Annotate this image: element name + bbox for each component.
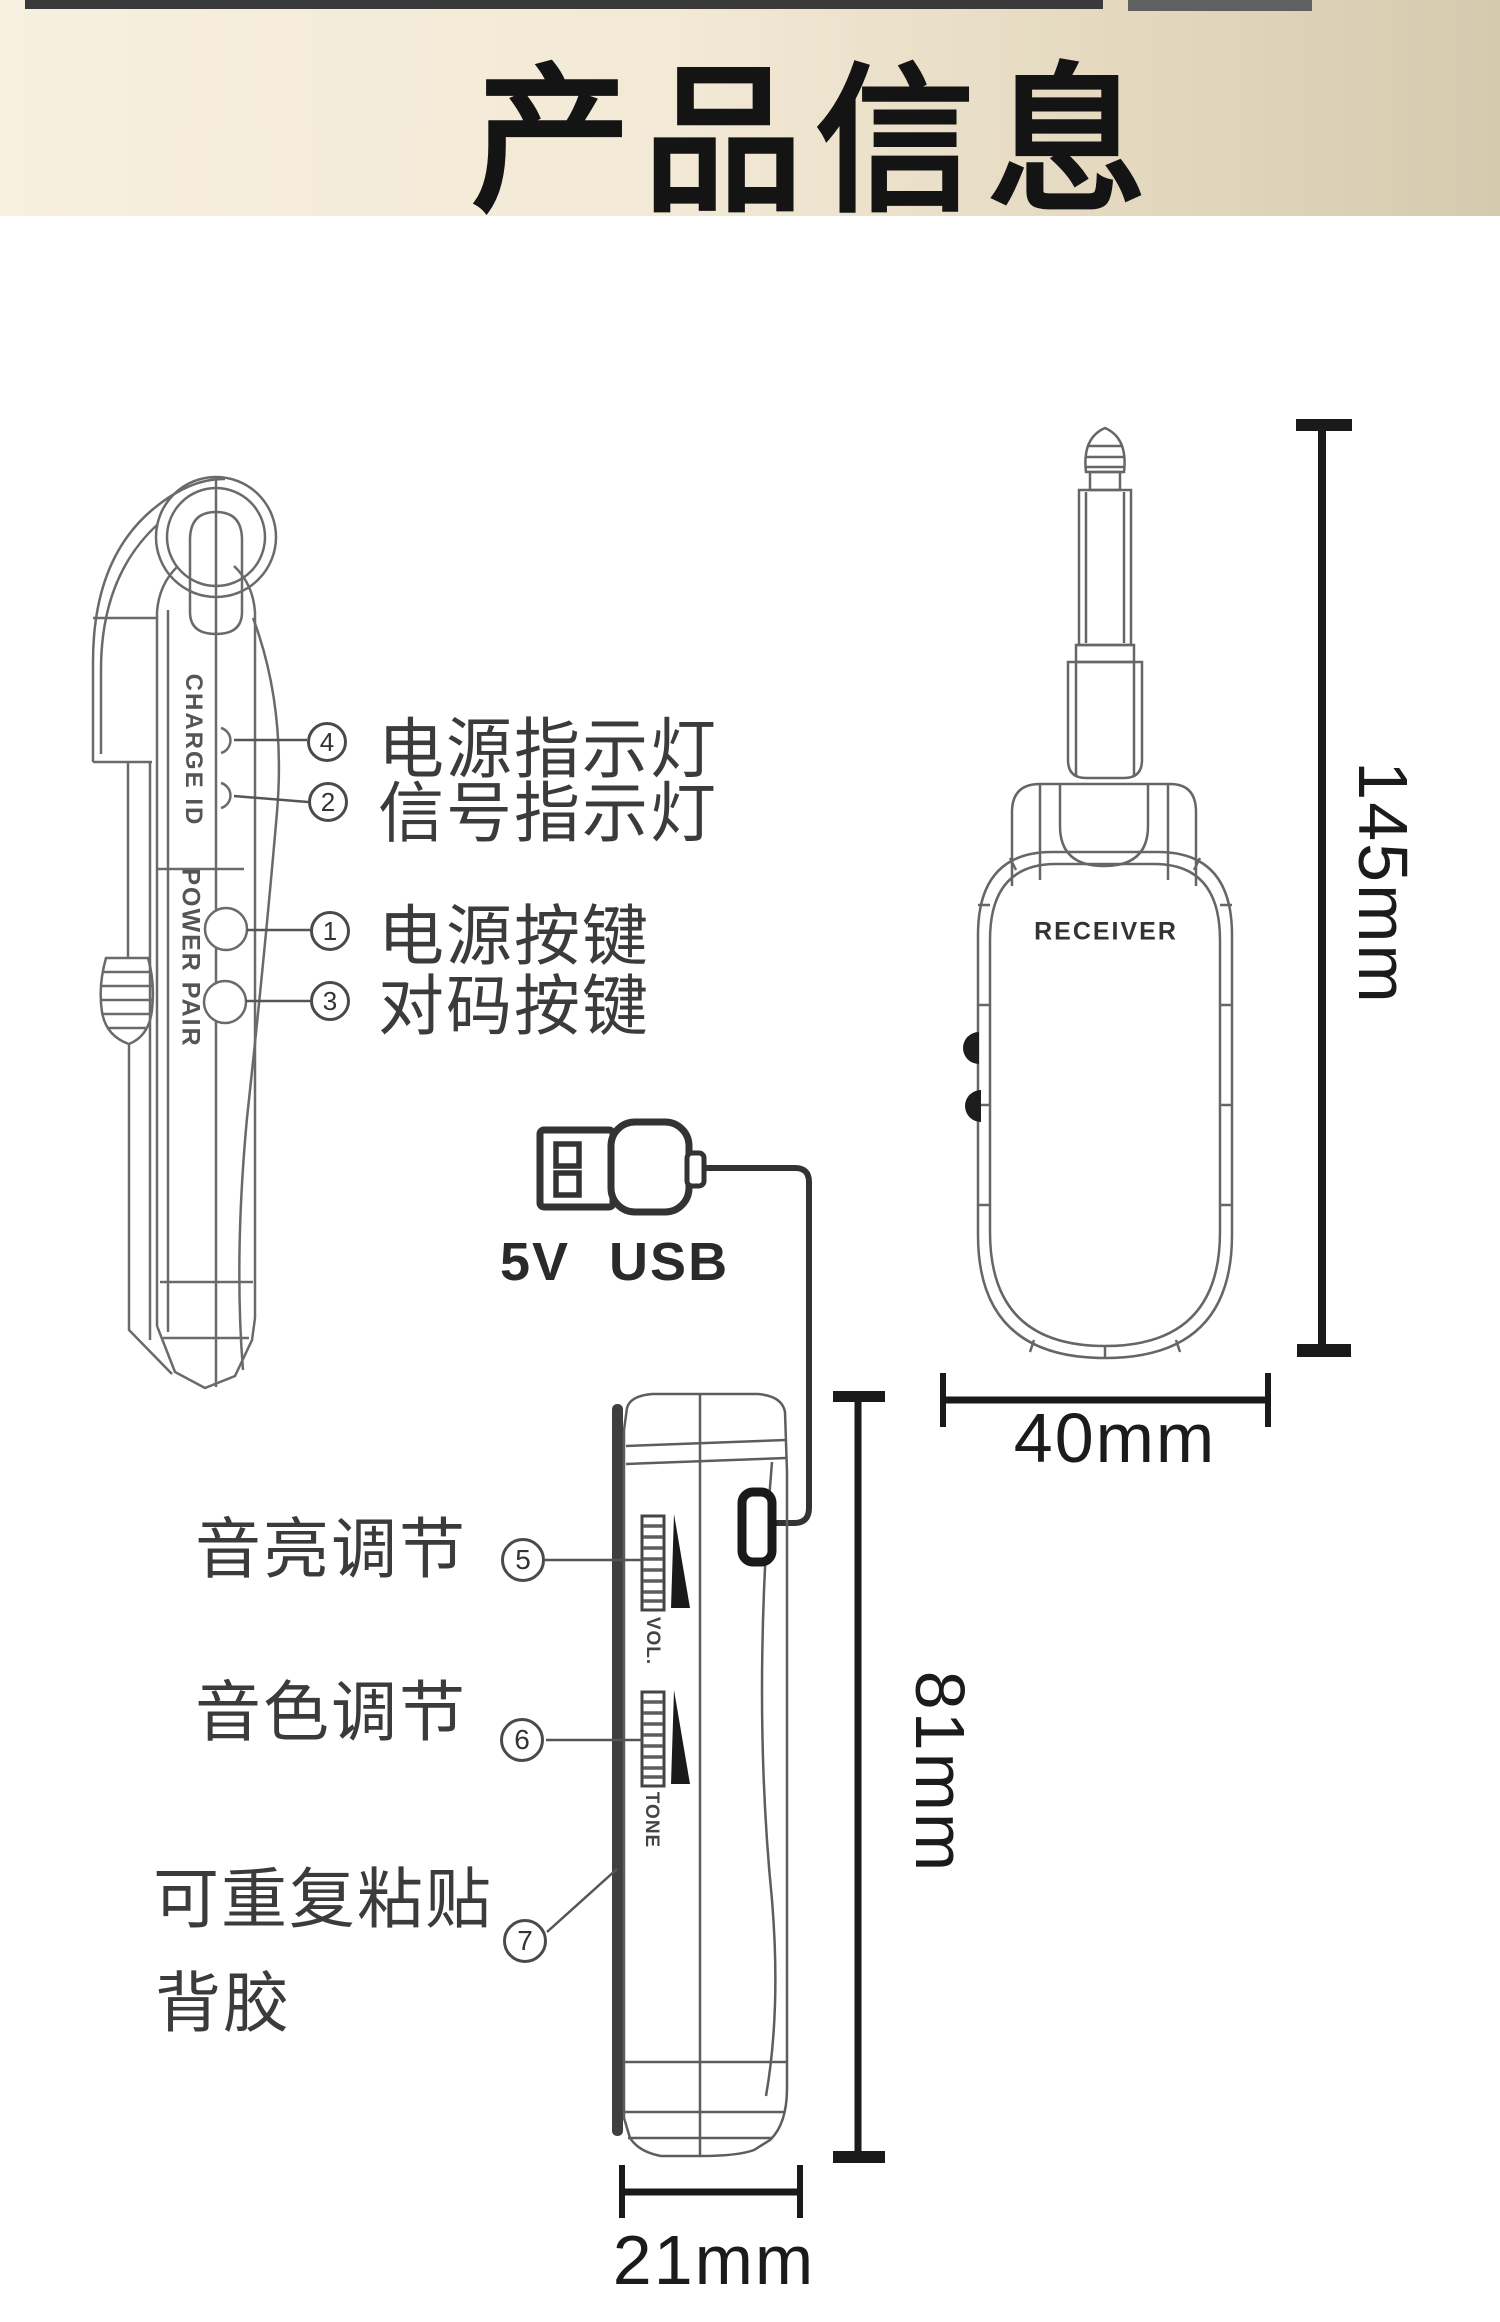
- charger-label: 5V USB: [500, 1232, 730, 1292]
- label-volume-adjust: 音亮调节: [195, 1512, 467, 1586]
- callout-circle-6: 6: [500, 1718, 544, 1762]
- label-reusable-adhesive-line2: 背胶: [155, 1966, 291, 2040]
- label-tone-adjust: 音色调节: [195, 1675, 467, 1749]
- vol-slider-label: VOL.: [642, 1616, 663, 1666]
- receiver-height-dimension: 145mm: [1344, 761, 1422, 1005]
- bodypack-width-dimension: 21mm: [612, 2221, 816, 2299]
- bodypack-illustration: [612, 1392, 789, 2158]
- callout-circle-3: 3: [310, 981, 350, 1021]
- receiver-width-dimension: 40mm: [1013, 1399, 1217, 1477]
- label-signal-indicator: 信号指示灯: [378, 776, 718, 850]
- leader-lines: [233, 738, 642, 1933]
- callout-circle-2: 2: [308, 782, 348, 822]
- charging-cable: [704, 1165, 812, 1526]
- tone-slider-label: TONE: [641, 1791, 662, 1849]
- transmitter-panel-bottom-label: POWER PAIR: [176, 868, 205, 1048]
- receiver-body-label: RECEIVER: [1034, 917, 1178, 946]
- bodypack-height-dimension: 81mm: [901, 1670, 979, 1874]
- usb-plug-illustration: [536, 1118, 812, 1531]
- callout-circle-7: 7: [503, 1919, 547, 1963]
- callout-circle-5: 5: [501, 1538, 545, 1582]
- receiver-illustration: [963, 426, 1234, 1360]
- callout-circle-1: 1: [310, 911, 350, 951]
- transmitter-panel-top-label: CHARGE ID: [180, 673, 207, 827]
- top-divider-strip-right: [1128, 0, 1312, 11]
- callout-circle-4: 4: [307, 722, 347, 762]
- transmitter-illustration: [91, 475, 281, 1390]
- label-power-button: 电源按键: [378, 899, 650, 973]
- adhesive-strip: [612, 1404, 623, 2136]
- dimension-lines: [619, 419, 1352, 2218]
- label-reusable-adhesive-line1: 可重复粘贴: [153, 1862, 493, 1936]
- top-divider-strip: [25, 0, 1103, 9]
- label-pairing-button: 对码按键: [378, 969, 650, 1043]
- label-power-indicator: 电源指示灯: [378, 712, 718, 786]
- page-title: 产品信息: [470, 52, 1160, 231]
- header-banner: [0, 0, 1500, 216]
